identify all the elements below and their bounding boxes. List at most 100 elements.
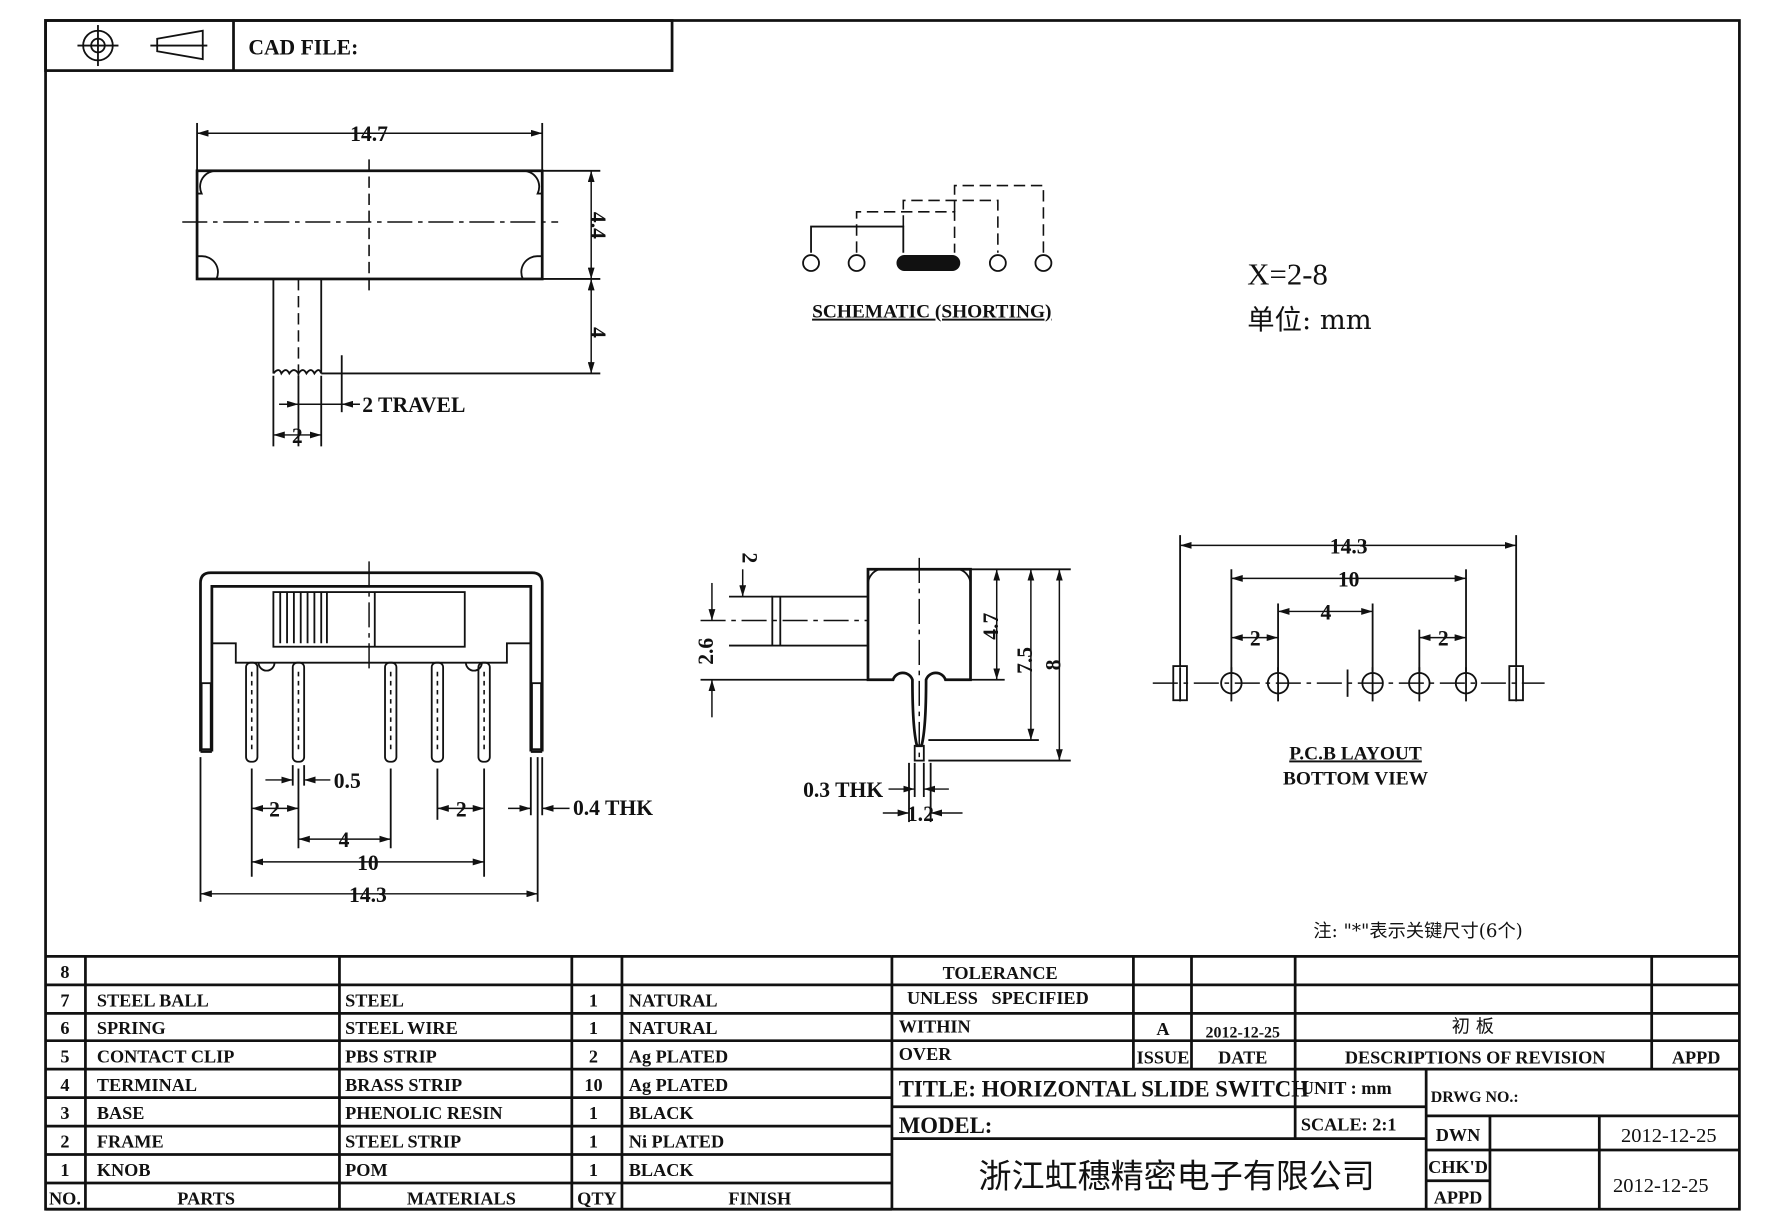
bom-no: 4 xyxy=(60,1075,69,1095)
title-block: TOLERANCE UNLESS SPECIFIED WITHIN OVER A… xyxy=(891,956,1740,1210)
bom-qty: 10 xyxy=(584,1075,602,1095)
dim-pin-thickness: 0.3 THK xyxy=(803,778,883,802)
bom-no: 5 xyxy=(60,1046,69,1066)
bom-no: 7 xyxy=(60,991,69,1011)
dim-pitch-right: 2 xyxy=(456,797,467,821)
bom-part: SPRING xyxy=(97,1018,166,1038)
tolerance-unless-label: UNLESS SPECIFIED xyxy=(907,988,1089,1008)
dim-pin-width: 0.5 xyxy=(334,769,361,793)
pcb-layout-title: P.C.B LAYOUT xyxy=(1289,743,1422,764)
pcb-dim-pitch-right: 2 xyxy=(1438,627,1449,651)
side-view: 2 2.6 4.7 7.5 8 0.3 THK 1.2 xyxy=(691,549,1071,829)
tolerance-over: OVER xyxy=(899,1044,952,1064)
chk-appd-date: 2012-12-25 xyxy=(1613,1175,1709,1197)
model-label: MODEL: xyxy=(899,1113,993,1138)
dim-overall-height: 8 xyxy=(1042,659,1066,670)
pcb-dim-center-span: 4 xyxy=(1321,600,1332,624)
pcb-layout: 14.3 10 4 2 2 P.C.B LAYOUT BOTTOM VIEW xyxy=(1152,531,1545,790)
bom-part: CONTACT CLIP xyxy=(97,1046,235,1066)
bom-qty: 1 xyxy=(589,1103,598,1123)
switch-position-range: X=2-8 xyxy=(1247,258,1328,292)
dim-overall-width: 14.3 xyxy=(349,883,387,907)
key-dimension-note: 注: "*"表示关键尺寸(6个) xyxy=(1313,921,1522,942)
bom-no: 3 xyxy=(60,1103,69,1123)
bom-part: TERMINAL xyxy=(97,1075,197,1095)
tolerance-label: TOLERANCE xyxy=(943,963,1058,983)
bom-finish: Ag PLATED xyxy=(629,1075,728,1095)
dim-top-width: 14.7 xyxy=(350,122,388,146)
top-view: 14.7 4.4 4 2 TRAVEL 2 xyxy=(182,119,614,451)
tolerance-within: WITHIN xyxy=(899,1017,971,1037)
bom-part: KNOB xyxy=(97,1160,151,1180)
bom-no: 6 xyxy=(60,1018,69,1038)
header-box: CAD FILE: xyxy=(44,19,674,72)
bom-part: BASE xyxy=(97,1103,145,1123)
bom-material: PBS STRIP xyxy=(345,1046,437,1066)
company-name: 浙江虹穗精密电子有限公司 xyxy=(979,1157,1375,1196)
bom-finish: BLACK xyxy=(629,1160,695,1180)
bom-no: 8 xyxy=(60,962,69,982)
bom-material: STEEL xyxy=(345,991,404,1011)
pcb-dim-overall: 14.3 xyxy=(1330,534,1368,558)
bom-header-finish: FINISH xyxy=(728,1189,791,1209)
bom-material: PHENOLIC RESIN xyxy=(345,1103,502,1123)
unit-label: UNIT : mm xyxy=(1301,1078,1392,1098)
bom-qty: 1 xyxy=(589,991,598,1011)
front-view: 0.5 2 2 0.4 THK 4 10 14.3 xyxy=(199,561,657,910)
bom-part: FRAME xyxy=(97,1132,164,1152)
crosshair-target-icon xyxy=(77,25,119,67)
dim-frame-thickness: 0.4 THK xyxy=(573,796,653,820)
drawing-number-label: DRWG NO.: xyxy=(1431,1089,1519,1106)
bom-finish: Ag PLATED xyxy=(629,1046,728,1066)
dim-body-height: 4.7 xyxy=(979,613,1003,640)
rev-header-description: DESCRIPTIONS OF REVISION xyxy=(1345,1047,1606,1067)
bom-finish: BLACK xyxy=(629,1103,695,1123)
dim-travel: 2 TRAVEL xyxy=(362,393,465,417)
dwn-label: DWN xyxy=(1436,1125,1481,1145)
bom-material: POM xyxy=(345,1160,388,1180)
bom-no: 1 xyxy=(60,1160,69,1180)
revision-description: 初 板 xyxy=(1452,1017,1494,1038)
bom-no: 2 xyxy=(60,1132,69,1152)
bom-header-parts: PARTS xyxy=(177,1189,235,1209)
bom-part: STEEL BALL xyxy=(97,991,209,1011)
schematic-label: SCHEMATIC (SHORTING) xyxy=(812,302,1051,323)
dim-knob-length: 4 xyxy=(586,327,610,338)
bom-header-qty: QTY xyxy=(577,1189,616,1209)
dim-pin-height: 7.5 xyxy=(1013,647,1037,674)
dim-knob-height: 2.6 xyxy=(694,638,718,665)
bom-material: BRASS STRIP xyxy=(345,1075,462,1095)
first-angle-projection-icon xyxy=(150,29,208,61)
rev-header-appd: APPD xyxy=(1672,1047,1721,1067)
unit-note: 单位: mm xyxy=(1247,305,1371,336)
revision-date: 2012-12-25 xyxy=(1206,1024,1280,1041)
dim-center-span: 4 xyxy=(339,828,350,852)
bom-qty: 2 xyxy=(589,1046,598,1066)
rev-header-issue: ISSUE xyxy=(1137,1047,1190,1067)
bom-header-materials: MATERIALS xyxy=(407,1189,516,1209)
bom-header-no: NO. xyxy=(49,1189,81,1209)
dim-pin-span: 10 xyxy=(357,851,379,875)
dim-top-height: 4.4 xyxy=(586,212,610,239)
dwn-date: 2012-12-25 xyxy=(1621,1125,1717,1147)
dim-pitch-left: 2 xyxy=(269,797,280,821)
bom-finish: Ni PLATED xyxy=(629,1132,724,1152)
bom-finish: NATURAL xyxy=(629,991,718,1011)
bom-finish: NATURAL xyxy=(629,1018,718,1038)
rev-header-date: DATE xyxy=(1218,1047,1267,1067)
bom-qty: 1 xyxy=(589,1160,598,1180)
dim-knob-width: 2 xyxy=(292,424,303,448)
scale-label: SCALE: 2:1 xyxy=(1301,1115,1397,1135)
bom-qty: 1 xyxy=(589,1018,598,1038)
pcb-layout-subtitle: BOTTOM VIEW xyxy=(1283,769,1429,790)
chkd-label: CHK'D xyxy=(1428,1157,1488,1177)
schematic-diagram: SCHEMATIC (SHORTING) X=2-8 单位: mm xyxy=(802,184,1372,336)
bom-material: STEEL WIRE xyxy=(345,1018,458,1038)
pcb-dim-pitch-left: 2 xyxy=(1250,627,1261,651)
cad-file-label: CAD FILE: xyxy=(248,36,358,60)
bom-material: STEEL STRIP xyxy=(345,1132,461,1152)
bom-qty: 1 xyxy=(589,1132,598,1152)
revision-issue: A xyxy=(1156,1019,1170,1039)
